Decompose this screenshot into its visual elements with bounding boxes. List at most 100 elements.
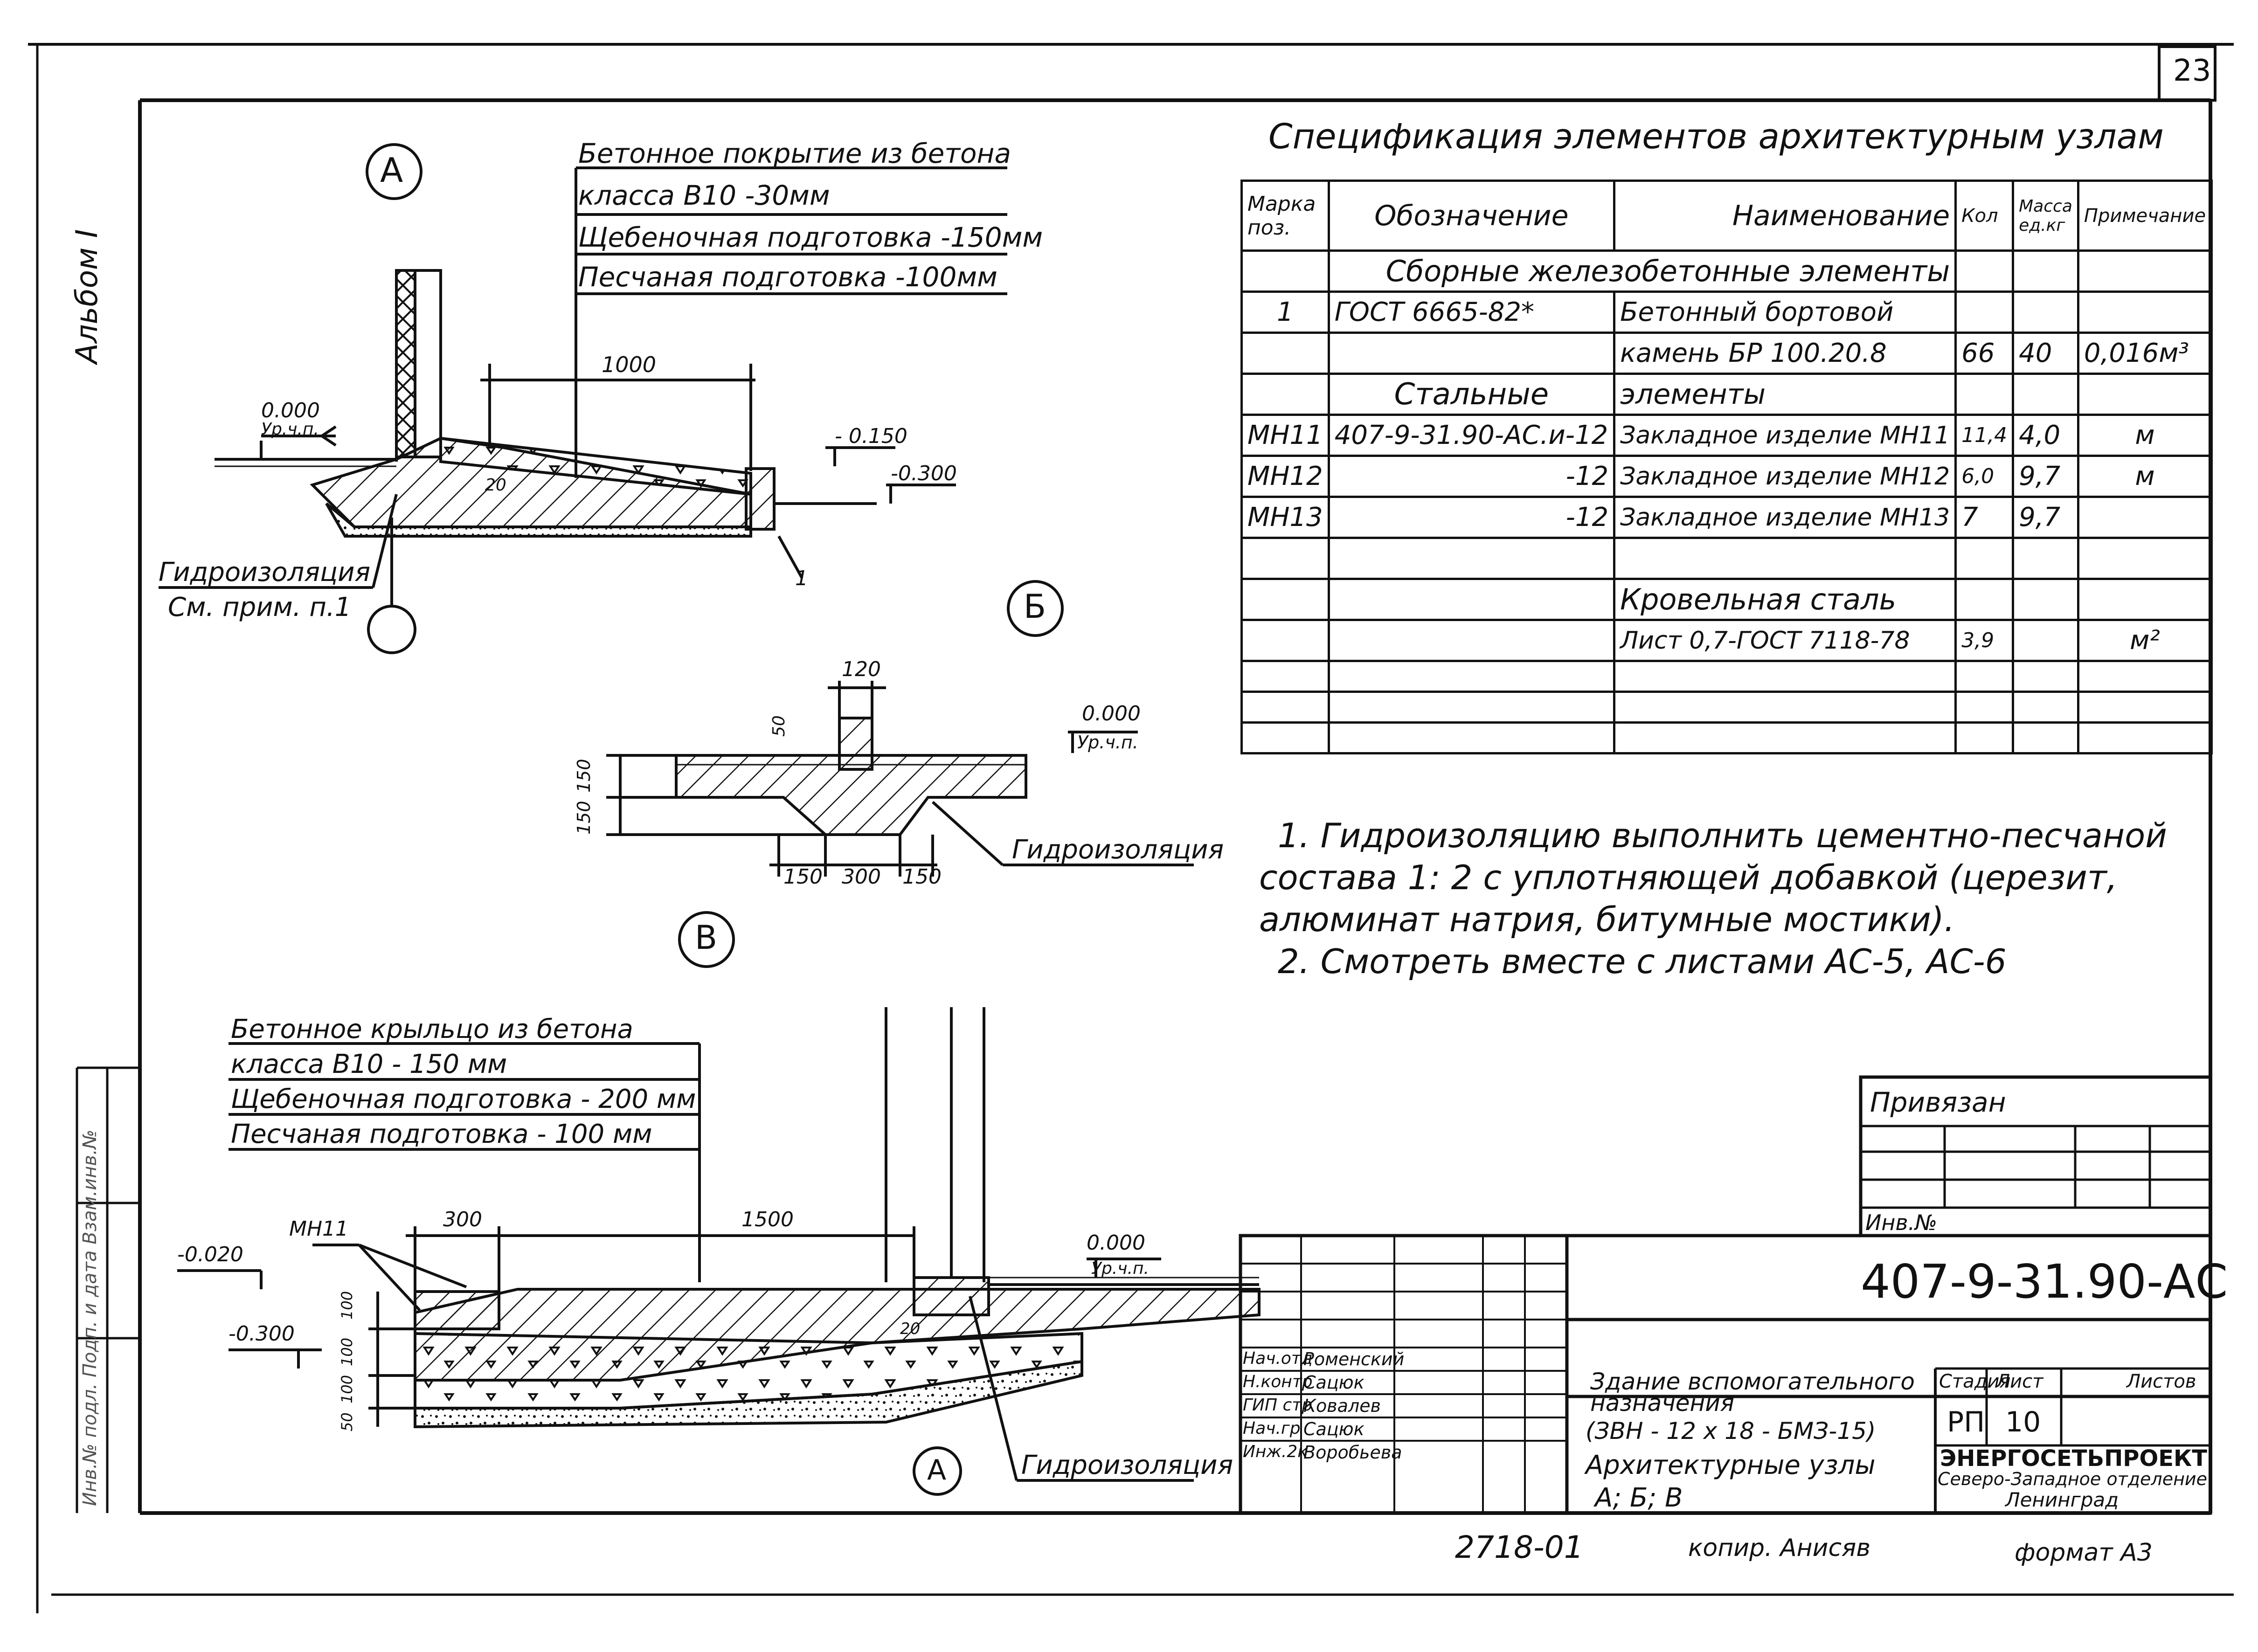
spec-cell: Закладное изделие МН11 bbox=[1613, 414, 1957, 457]
node-v-vdim-3: 100 bbox=[338, 1375, 356, 1403]
node-v-level-020: -0.020 bbox=[177, 1243, 243, 1266]
spec-cell bbox=[2012, 721, 2079, 754]
node-v-layer-3: Щебеночная подготовка - 200 мм bbox=[231, 1084, 696, 1114]
stamp-list-header: Лист bbox=[1996, 1371, 2043, 1392]
node-b-dim-120: 120 bbox=[842, 657, 881, 681]
spec-cell: м bbox=[2077, 414, 2213, 457]
node-a-level-upp: Ур.ч.п. bbox=[261, 420, 319, 439]
node-b-dim-150d: 150 bbox=[902, 865, 942, 889]
node-a-layer-2: класса В10 -30мм bbox=[578, 180, 830, 211]
stamp-org-1: ЭНЕРГОСЕТЬПРОЕКТ bbox=[1940, 1445, 2208, 1472]
spec-cell bbox=[1613, 660, 1957, 693]
stamp-name-2: Сацюк bbox=[1303, 1372, 1364, 1393]
stamp-name-1: Роменский bbox=[1303, 1349, 1405, 1369]
node-v-label: В bbox=[695, 919, 718, 957]
footer-copy: копир. Анисяв bbox=[1688, 1534, 1870, 1562]
spec-header-row: Марка поз. Обозначение Наименование Кол … bbox=[1240, 180, 2213, 252]
spec-cell bbox=[1954, 660, 2015, 693]
spec-cell bbox=[1327, 619, 1616, 662]
footer-format: формат А3 bbox=[2015, 1539, 2153, 1567]
node-v-ref-a: А bbox=[927, 1454, 947, 1486]
spec-cell: 7 bbox=[1954, 496, 2015, 539]
spec-cell: Стальные bbox=[1327, 373, 1616, 416]
spec-cell bbox=[1327, 332, 1616, 375]
spec-cell: 3,9 bbox=[1954, 619, 2015, 662]
spec-cell bbox=[1954, 373, 2015, 416]
spec-cell bbox=[1240, 249, 1330, 293]
node-a-note-ref: См. прим. п.1 bbox=[168, 592, 352, 622]
spec-cell: 4,0 bbox=[2012, 414, 2079, 457]
spec-header-mark: Марка поз. bbox=[1240, 180, 1330, 252]
spec-cell: камень БР 100.20.8 bbox=[1613, 332, 1957, 375]
spec-cell bbox=[2012, 249, 2079, 293]
spec-cell: 40 bbox=[2012, 332, 2079, 375]
node-a-dim-1000: 1000 bbox=[602, 352, 657, 377]
table-row bbox=[1240, 537, 2213, 580]
node-a-level-000: 0.000 bbox=[261, 399, 320, 422]
table-row: 1 ГОСТ 6665-82* Бетонный бортовой bbox=[1240, 290, 2213, 334]
spec-cell bbox=[1327, 578, 1616, 621]
spec-header-qty: Кол bbox=[1954, 180, 2015, 252]
node-a-section bbox=[159, 143, 1007, 654]
table-row: Кровельная сталь bbox=[1240, 578, 2213, 621]
spec-cell: 66 bbox=[1954, 332, 2015, 375]
spec-cell bbox=[1327, 537, 1616, 580]
stamp-stage: РП bbox=[1947, 1406, 1985, 1438]
node-a-level-300: -0.300 bbox=[891, 462, 957, 485]
node-v-dim-300: 300 bbox=[443, 1208, 482, 1231]
node-a-layer-1: Бетонное покрытие из бетона bbox=[578, 138, 1011, 169]
stamp-lists-header: Листов bbox=[2126, 1371, 2196, 1392]
spec-cell bbox=[2077, 578, 2213, 621]
node-v-hydro: Гидроизоляция bbox=[1021, 1450, 1233, 1480]
spec-cell: м bbox=[2077, 455, 2213, 498]
spec-cell bbox=[1327, 660, 1616, 693]
node-a-layer-3: Щебеночная подготовка -150мм bbox=[578, 221, 1043, 253]
node-b-dim-300: 300 bbox=[842, 865, 881, 889]
spec-cell bbox=[2012, 537, 2079, 580]
stamp-name-4: Сацюк bbox=[1303, 1419, 1364, 1439]
node-b-level-upp: Ур.ч.п. bbox=[1077, 732, 1138, 753]
spec-cell bbox=[2077, 721, 2213, 754]
stamp-list: 10 bbox=[2005, 1406, 2041, 1438]
table-row bbox=[1240, 691, 2213, 724]
node-v-level-upp: Ур.ч.п. bbox=[1091, 1259, 1149, 1278]
node-a-dim-20: 20 bbox=[485, 476, 506, 495]
spec-cell: МН13 bbox=[1240, 496, 1330, 539]
table-row: Сборные железобетонные элементы bbox=[1240, 249, 2213, 293]
node-v-layer-4: Песчаная подготовка - 100 мм bbox=[231, 1119, 652, 1149]
spec-cell bbox=[1327, 721, 1616, 754]
spec-cell: Бетонный бортовой bbox=[1613, 290, 1957, 334]
node-v-vdim-4: 50 bbox=[338, 1412, 356, 1431]
node-v-dim-20: 20 bbox=[900, 1320, 921, 1338]
spec-cell: МН12 bbox=[1240, 455, 1330, 498]
stamp-role-1: Нач.отд bbox=[1243, 1349, 1313, 1368]
spec-cell bbox=[1240, 721, 1330, 754]
table-row: камень БР 100.20.8 66 40 0,016м³ bbox=[1240, 332, 2213, 375]
stamp-sheet-title-2: А; Б; В bbox=[1595, 1483, 1683, 1513]
node-b-dim-50: 50 bbox=[769, 715, 789, 737]
table-row: Лист 0,7-ГОСТ 7118-78 3,9 м² bbox=[1240, 619, 2213, 662]
table-row bbox=[1240, 660, 2213, 693]
spec-cell bbox=[1954, 290, 2015, 334]
stamp-frame bbox=[1239, 1075, 2212, 1515]
spec-cell bbox=[1240, 373, 1330, 416]
node-a-mark-1: 1 bbox=[795, 567, 808, 590]
node-b-hydro: Гидроизоляция bbox=[1012, 835, 1224, 865]
note-line-4: 2. Смотреть вместе с листами АС-5, АС-6 bbox=[1278, 942, 2007, 981]
stamp-role-2: Н.контр bbox=[1243, 1372, 1313, 1391]
sheet-frame bbox=[28, 43, 2234, 1613]
spec-cell bbox=[2077, 537, 2213, 580]
spec-cell: МН11 bbox=[1240, 414, 1330, 457]
spec-cell: Лист 0,7-ГОСТ 7118-78 bbox=[1613, 619, 1957, 662]
node-a-layer-4: Песчаная подготовка -100мм bbox=[578, 261, 997, 293]
node-v-mark-mn: МН11 bbox=[289, 1217, 349, 1241]
footer-code: 2718-01 bbox=[1455, 1529, 1584, 1565]
spec-cell: ГОСТ 6665-82* bbox=[1327, 290, 1616, 334]
stamp-name-5: Воробьева bbox=[1303, 1442, 1402, 1463]
spec-cell bbox=[1240, 332, 1330, 375]
spec-cell: -12 bbox=[1327, 496, 1616, 539]
spec-cell: -12 bbox=[1327, 455, 1616, 498]
spec-cell: 9,7 bbox=[2012, 455, 2079, 498]
spec-cell bbox=[1240, 660, 1330, 693]
spec-cell: Закладное изделие МН12 bbox=[1613, 455, 1957, 498]
